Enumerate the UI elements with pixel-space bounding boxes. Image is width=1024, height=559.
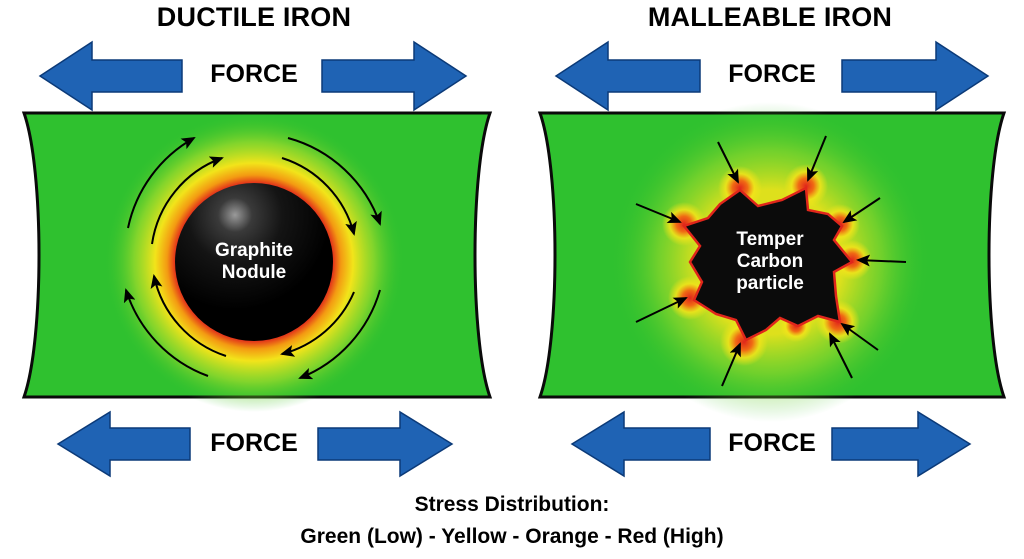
- temper-carbon-label: Temper Carbon particle: [710, 229, 830, 295]
- flow-arrow-icon: [151, 156, 224, 245]
- stress-arrow-icon: [842, 197, 881, 224]
- stress-arrow-icon: [635, 203, 682, 224]
- flow-arrow-icon: [287, 137, 382, 226]
- left-top-force-label: FORCE: [210, 60, 298, 88]
- stress-arrow-icon: [721, 342, 741, 387]
- right-top-arrow-left-icon: [554, 40, 701, 112]
- flow-arrow-icon: [123, 288, 209, 377]
- ductile-iron-title: DUCTILE IRON: [156, 2, 352, 32]
- temper-carbon-label-line1: Temper: [736, 229, 804, 250]
- left-bottom-arrow-right-icon: [317, 410, 454, 478]
- right-top-arrow-right-icon: [841, 40, 990, 112]
- flow-arrow-icon: [281, 157, 357, 236]
- left-top-arrow-left-icon: [38, 40, 183, 112]
- graphite-nodule-label-line1: Graphite: [214, 240, 294, 261]
- temper-carbon-label-line3: particle: [736, 273, 804, 294]
- right-top-force-label: FORCE: [728, 60, 816, 88]
- stress-arrow-icon: [856, 254, 907, 267]
- graphite-nodule-label: Graphite Nodule: [194, 240, 314, 284]
- flow-arrow-icon: [280, 291, 355, 357]
- flow-arrow-icon: [298, 289, 381, 380]
- graphite-nodule-label-line2: Nodule: [221, 262, 287, 283]
- temper-carbon-particle-icon: [681, 186, 854, 342]
- ductile-flow-arrows: [123, 137, 382, 380]
- right-bottom-arrow-left-icon: [570, 410, 711, 478]
- stress-arrow-icon: [717, 141, 739, 184]
- left-top-arrow-right-icon: [321, 40, 468, 112]
- stress-arrow-icon: [806, 135, 827, 182]
- left-bottom-force-label: FORCE: [210, 429, 298, 457]
- force-arrows: [38, 40, 990, 478]
- malleable-stress-arrows: [635, 135, 907, 387]
- stress-caption-line2: Green (Low) - Yellow - Orange - Red (Hig…: [300, 525, 724, 548]
- right-bottom-arrow-right-icon: [831, 410, 972, 478]
- right-bottom-force-label: FORCE: [728, 429, 816, 457]
- stress-arrow-icon: [840, 322, 879, 351]
- malleable-iron-title: MALLEABLE IRON: [647, 2, 893, 32]
- temper-carbon-label-line2: Carbon: [736, 251, 804, 272]
- graphite-nodule-icon: [175, 183, 333, 341]
- flow-arrow-icon: [127, 137, 196, 229]
- stress-arrow-icon: [635, 297, 688, 323]
- stress-arrow-icon: [829, 332, 853, 379]
- flow-arrow-icon: [150, 274, 227, 357]
- left-bottom-arrow-left-icon: [56, 410, 191, 478]
- stress-caption-line1: Stress Distribution:: [414, 493, 610, 516]
